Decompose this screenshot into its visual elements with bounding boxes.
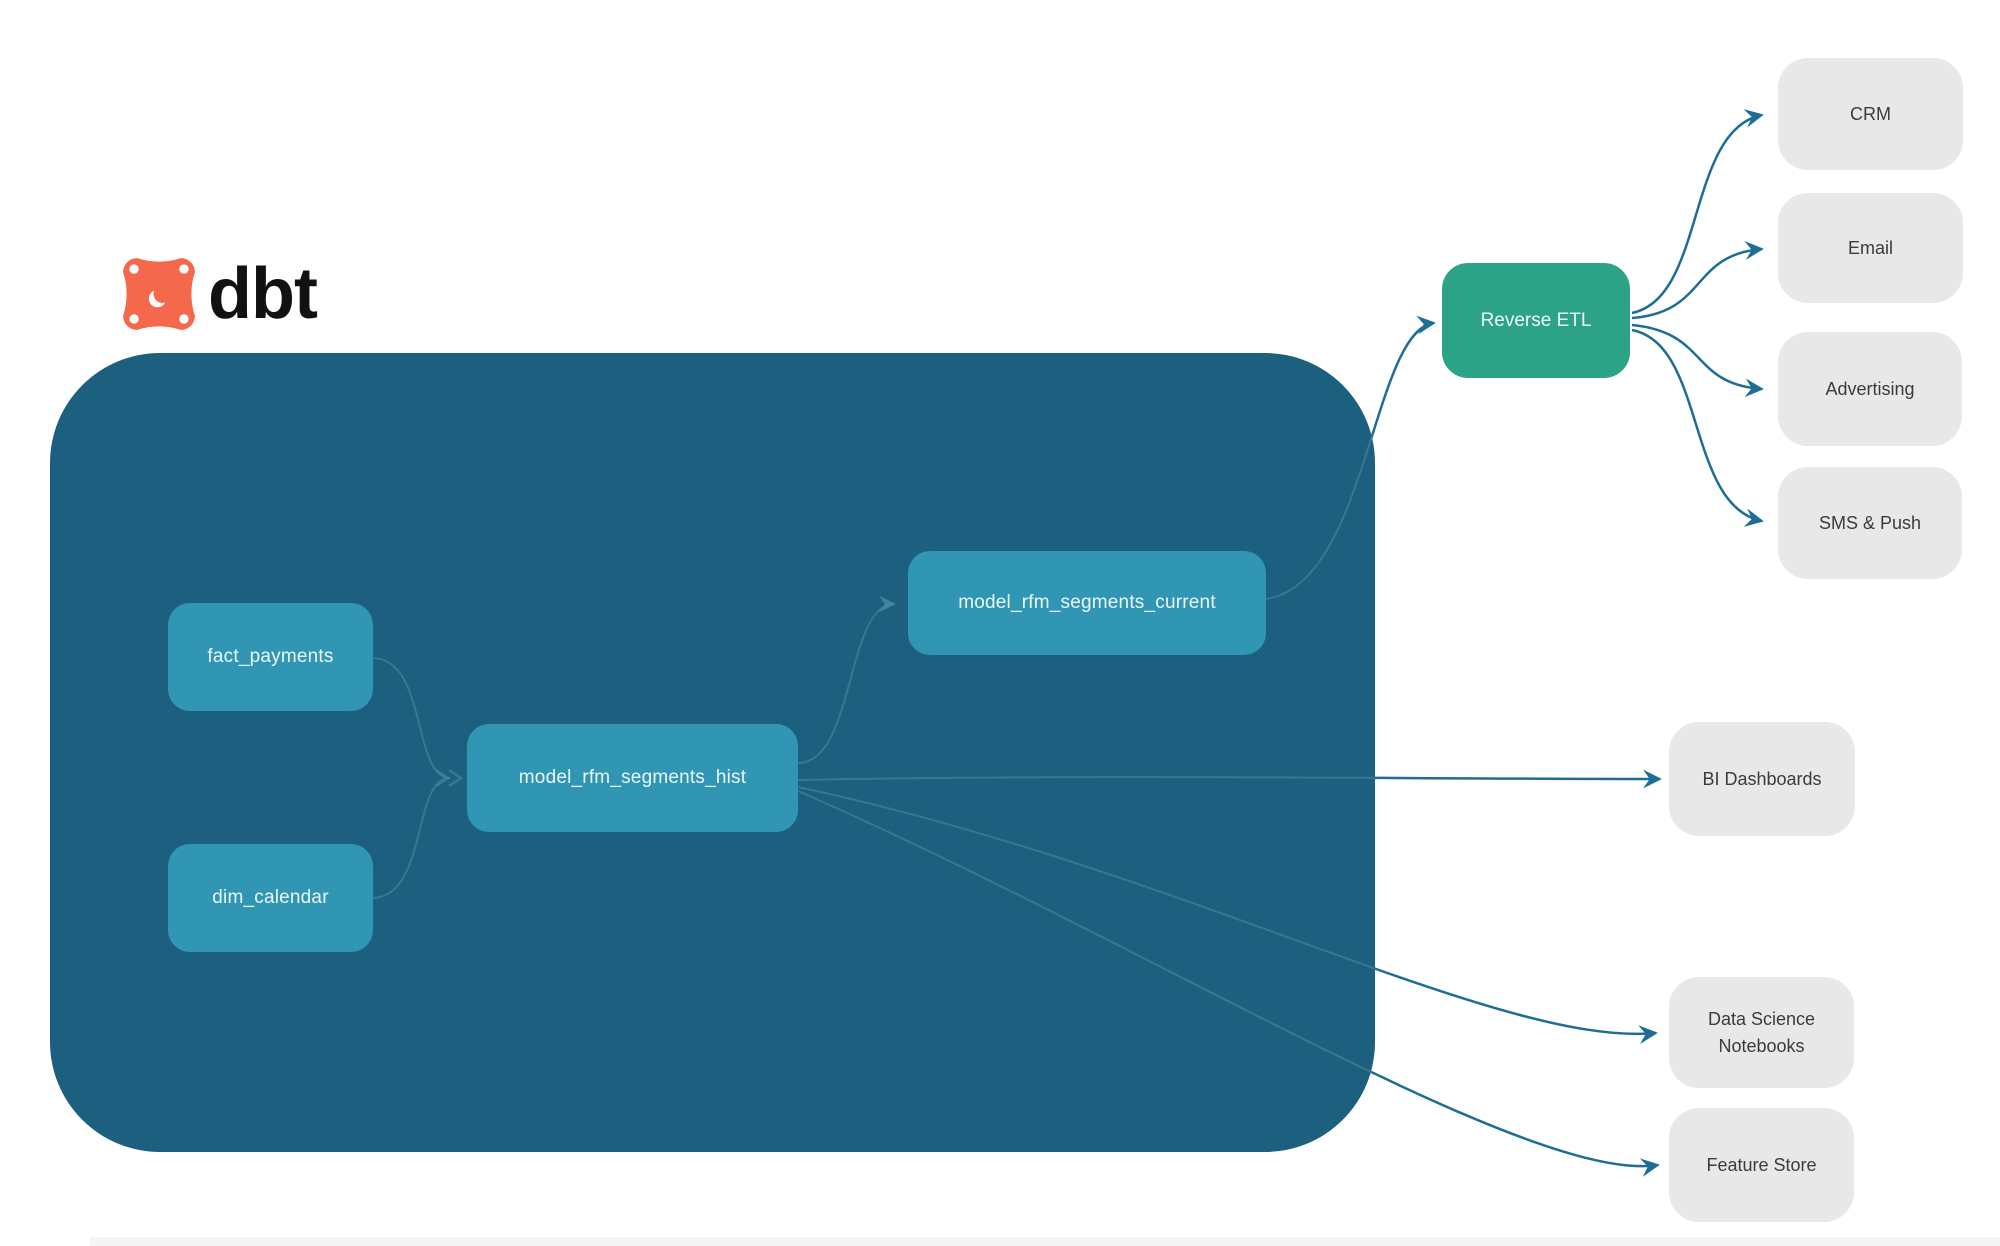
edge-hist-to-fs <box>797 789 1660 1177</box>
node-email: Email <box>1778 193 1963 303</box>
edge-hist-to-dsn <box>797 785 1658 1044</box>
edge-retl-to-sms <box>1631 328 1764 527</box>
edge-retl-to-advertising <box>1631 323 1764 398</box>
edge-hist-to-dsn-inside <box>797 786 1375 1035</box>
node-advertising-label: Advertising <box>1825 378 1915 399</box>
node-advertising: Advertising <box>1778 332 1962 446</box>
node-feature-store-label: Feature Store <box>1706 1154 1817 1175</box>
edges-outside-warehouse <box>797 315 1662 1177</box>
node-fact-payments-label: fact_payments <box>207 646 334 667</box>
node-sms-push: SMS & Push <box>1778 467 1962 579</box>
node-feature-store: Feature Store <box>1669 1108 1854 1222</box>
node-dim-calendar-label: dim_calendar <box>212 887 329 908</box>
node-crm: CRM <box>1778 58 1963 170</box>
edge-merge-chevron <box>435 768 451 788</box>
edge-fact-to-hist <box>372 657 451 779</box>
edge-dim-to-hist <box>372 777 451 899</box>
node-crm-label: CRM <box>1850 103 1891 124</box>
node-reverse-etl-label: Reverse ETL <box>1480 309 1592 331</box>
dbt-logo: dbt <box>120 254 318 334</box>
bottom-shadow-strip <box>90 1237 2000 1246</box>
edge-current-to-retl-inside <box>1265 353 1375 600</box>
node-model-rfm-segments-hist: model_rfm_segments_hist <box>467 724 798 832</box>
edges-retl-fanout <box>1631 109 1764 527</box>
node-model-rfm-segments-current-label: model_rfm_segments_current <box>958 592 1216 613</box>
edge-hist-to-current <box>797 595 896 764</box>
node-model-rfm-segments-current: model_rfm_segments_current <box>908 551 1266 655</box>
node-bi-dashboards-label: BI Dashboards <box>1702 768 1822 789</box>
edge-current-to-retl <box>1265 315 1436 601</box>
node-model-rfm-segments-hist-label: model_rfm_segments_hist <box>518 767 747 788</box>
node-email-label: Email <box>1847 237 1893 258</box>
edge-retl-to-email <box>1631 241 1764 320</box>
node-data-science-notebooks-label: Data Science Notebooks <box>1707 1009 1816 1056</box>
dbt-logo-text: dbt <box>208 254 318 334</box>
node-sms-push-label: SMS & Push <box>1818 512 1922 533</box>
dbt-logo-icon <box>123 258 195 330</box>
node-dim-calendar: dim_calendar <box>168 844 373 952</box>
edge-merge-arrowhead <box>448 768 464 788</box>
node-reverse-etl: Reverse ETL <box>1442 263 1630 378</box>
node-data-science-notebooks: Data Science Notebooks <box>1669 977 1854 1088</box>
node-fact-payments: fact_payments <box>168 603 373 711</box>
edge-retl-to-crm <box>1631 109 1764 315</box>
edge-hist-to-fs-inside <box>797 790 1375 1152</box>
node-bi-dashboards: BI Dashboards <box>1669 722 1855 836</box>
edge-hist-to-bi <box>797 769 1662 789</box>
